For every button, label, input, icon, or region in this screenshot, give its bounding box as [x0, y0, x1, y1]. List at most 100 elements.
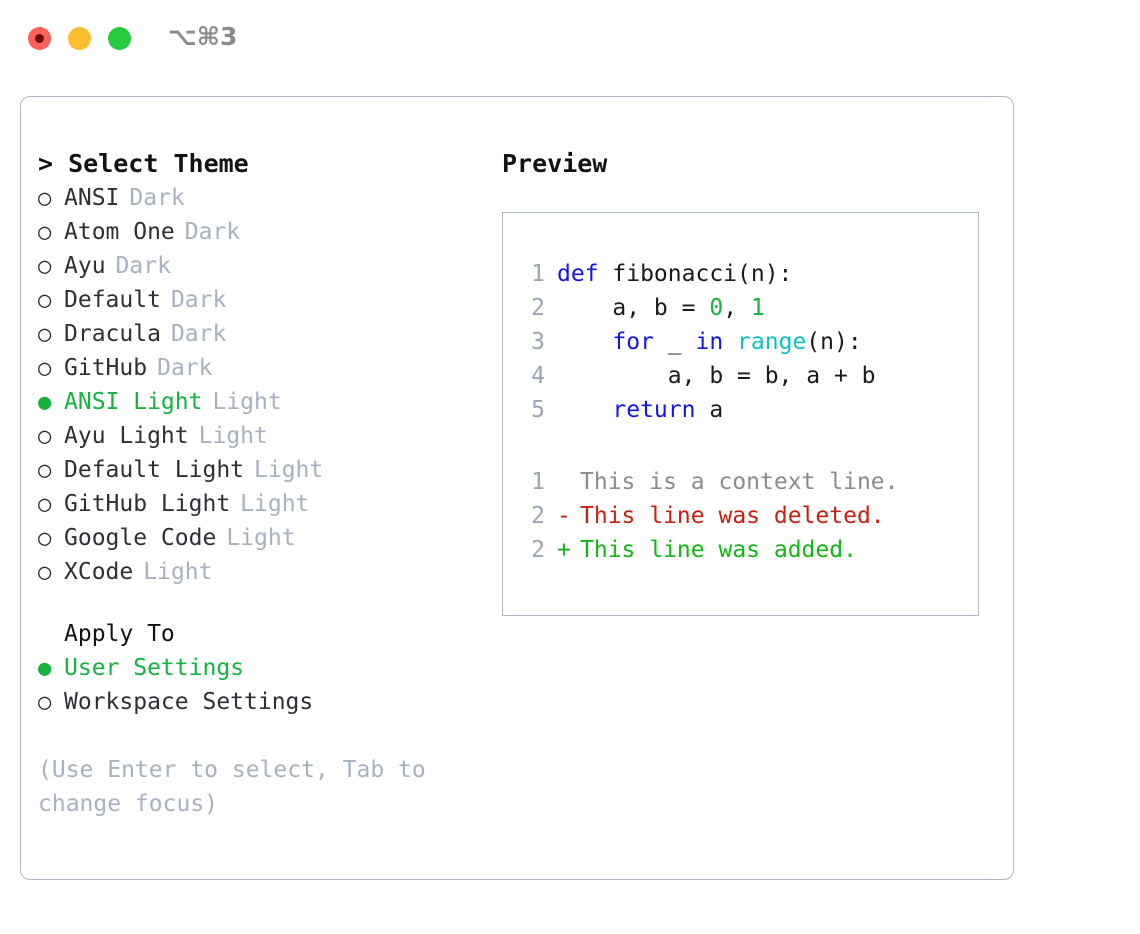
theme-category-badge: Light — [254, 457, 324, 483]
minimize-window-button[interactable] — [68, 27, 91, 50]
code-token: (n): — [806, 329, 862, 355]
theme-name: Atom One — [64, 219, 175, 245]
radio-selected-icon: ● — [38, 390, 52, 415]
line-number: 2 — [531, 537, 545, 563]
line-number: 2 — [531, 295, 545, 321]
close-icon — [35, 34, 44, 43]
code-token: fibonacci(n): — [612, 261, 793, 287]
theme-name: Ayu Light — [64, 423, 189, 449]
code-token: for — [612, 329, 654, 355]
theme-category-badge: Dark — [184, 219, 241, 245]
theme-category-badge: Light — [143, 559, 213, 585]
radio-selected-icon: ● — [38, 656, 52, 681]
theme-option-ayu[interactable]: ○ Ayu Dark — [38, 249, 478, 283]
apply-to-list[interactable]: ● User Settings ○Workspace Settings — [38, 651, 478, 719]
theme-name: Default — [64, 287, 161, 313]
theme-option-github[interactable]: ○ GitHub Dark — [38, 351, 478, 385]
line-number: 2 — [531, 503, 545, 529]
code-token: a — [695, 397, 724, 423]
diff-marker — [557, 465, 580, 499]
radio-unselected-icon: ○ — [38, 356, 52, 381]
radio-unselected-icon: ○ — [38, 322, 52, 347]
code-line: 4 a, b = b, a + b — [521, 359, 978, 393]
diff-marker: + — [557, 537, 571, 563]
line-number: 1 — [531, 469, 545, 495]
diff-text: This line was added. — [580, 537, 857, 563]
theme-option-xcode[interactable]: ○ XCode Light — [38, 555, 478, 589]
theme-name: Default Light — [64, 457, 245, 483]
theme-option-ayu-light[interactable]: ○ Ayu Light Light — [38, 419, 478, 453]
code-token: 1 — [750, 295, 765, 321]
code-token: in — [695, 329, 724, 355]
radio-unselected-icon: ○ — [38, 560, 52, 585]
theme-option-default[interactable]: ○ Default Dark — [38, 283, 478, 317]
theme-category-badge: Dark — [170, 287, 227, 313]
radio-unselected-icon: ○ — [38, 288, 52, 313]
code-token: a, b = — [557, 295, 710, 321]
line-number: 1 — [531, 261, 545, 287]
theme-option-atom-one[interactable]: ○ Atom One Dark — [38, 215, 478, 249]
spacer — [521, 427, 978, 465]
code-token: _ — [653, 329, 696, 355]
diff-line-del: 2-This line was deleted. — [521, 499, 978, 533]
apply-to-option-workspace-settings[interactable]: ○Workspace Settings — [38, 685, 478, 719]
code-token: def — [557, 261, 613, 287]
apply-to-option-user-settings[interactable]: ● User Settings — [38, 651, 478, 685]
diff-marker: - — [557, 503, 571, 529]
code-line: 2 a, b = 0, 1 — [521, 291, 978, 325]
radio-unselected-icon: ○ — [38, 254, 52, 279]
maximize-window-button[interactable] — [108, 27, 131, 50]
radio-unselected-icon: ○ — [38, 220, 52, 245]
line-number: 5 — [531, 397, 545, 423]
apply-to-name: User Settings — [64, 655, 245, 681]
radio-unselected-icon: ○ — [38, 526, 52, 551]
title-bar: ⌥⌘3 — [0, 0, 1140, 78]
code-token: return — [612, 397, 696, 423]
code-line: 3 for _ in range(n): — [521, 325, 978, 359]
code-line: 1 def fibonacci(n): — [521, 257, 978, 291]
line-number: 3 — [531, 329, 545, 355]
diff-text: This is a context line. — [580, 469, 899, 495]
preview-header: Preview — [502, 149, 608, 178]
theme-category-badge: Dark — [170, 321, 227, 347]
line-number: 4 — [531, 363, 545, 389]
code-token: a, b = b, a + b — [557, 363, 876, 389]
code-line: 5 return a — [521, 393, 978, 427]
apply-to-header: Apply To — [64, 621, 175, 647]
theme-name: Google Code — [64, 525, 217, 551]
code-token — [557, 397, 612, 423]
theme-category-badge: Light — [240, 491, 310, 517]
theme-category-badge: Dark — [157, 355, 213, 381]
radio-unselected-icon: ○ — [38, 424, 52, 449]
theme-name: Ayu — [64, 253, 106, 279]
code-token: range — [737, 329, 807, 355]
code-token — [723, 329, 737, 355]
diff-text: This line was deleted. — [580, 503, 885, 529]
theme-category-badge: Light — [212, 389, 282, 415]
theme-name: GitHub — [64, 355, 148, 381]
theme-name: GitHub Light — [64, 491, 231, 517]
keyboard-hint-text: (Use Enter to select, Tab to change focu… — [38, 757, 426, 817]
radio-unselected-icon: ○ — [38, 492, 52, 517]
apply-to-name: Workspace Settings — [64, 689, 314, 715]
theme-name: XCode — [64, 559, 134, 585]
code-token: , — [723, 295, 751, 321]
select-theme-header: > Select Theme — [38, 149, 249, 178]
diff-line-ctx: 1 This is a context line. — [521, 465, 978, 499]
diff-line-add: 2 + This line was added. — [521, 533, 978, 567]
theme-option-github-light[interactable]: ○ GitHub Light Light — [38, 487, 478, 521]
theme-category-badge: Dark — [129, 185, 185, 211]
theme-category-badge: Dark — [115, 253, 171, 279]
diff-sample: 1 This is a context line.2-This line was… — [521, 465, 978, 567]
theme-category-badge: Light — [198, 423, 268, 449]
